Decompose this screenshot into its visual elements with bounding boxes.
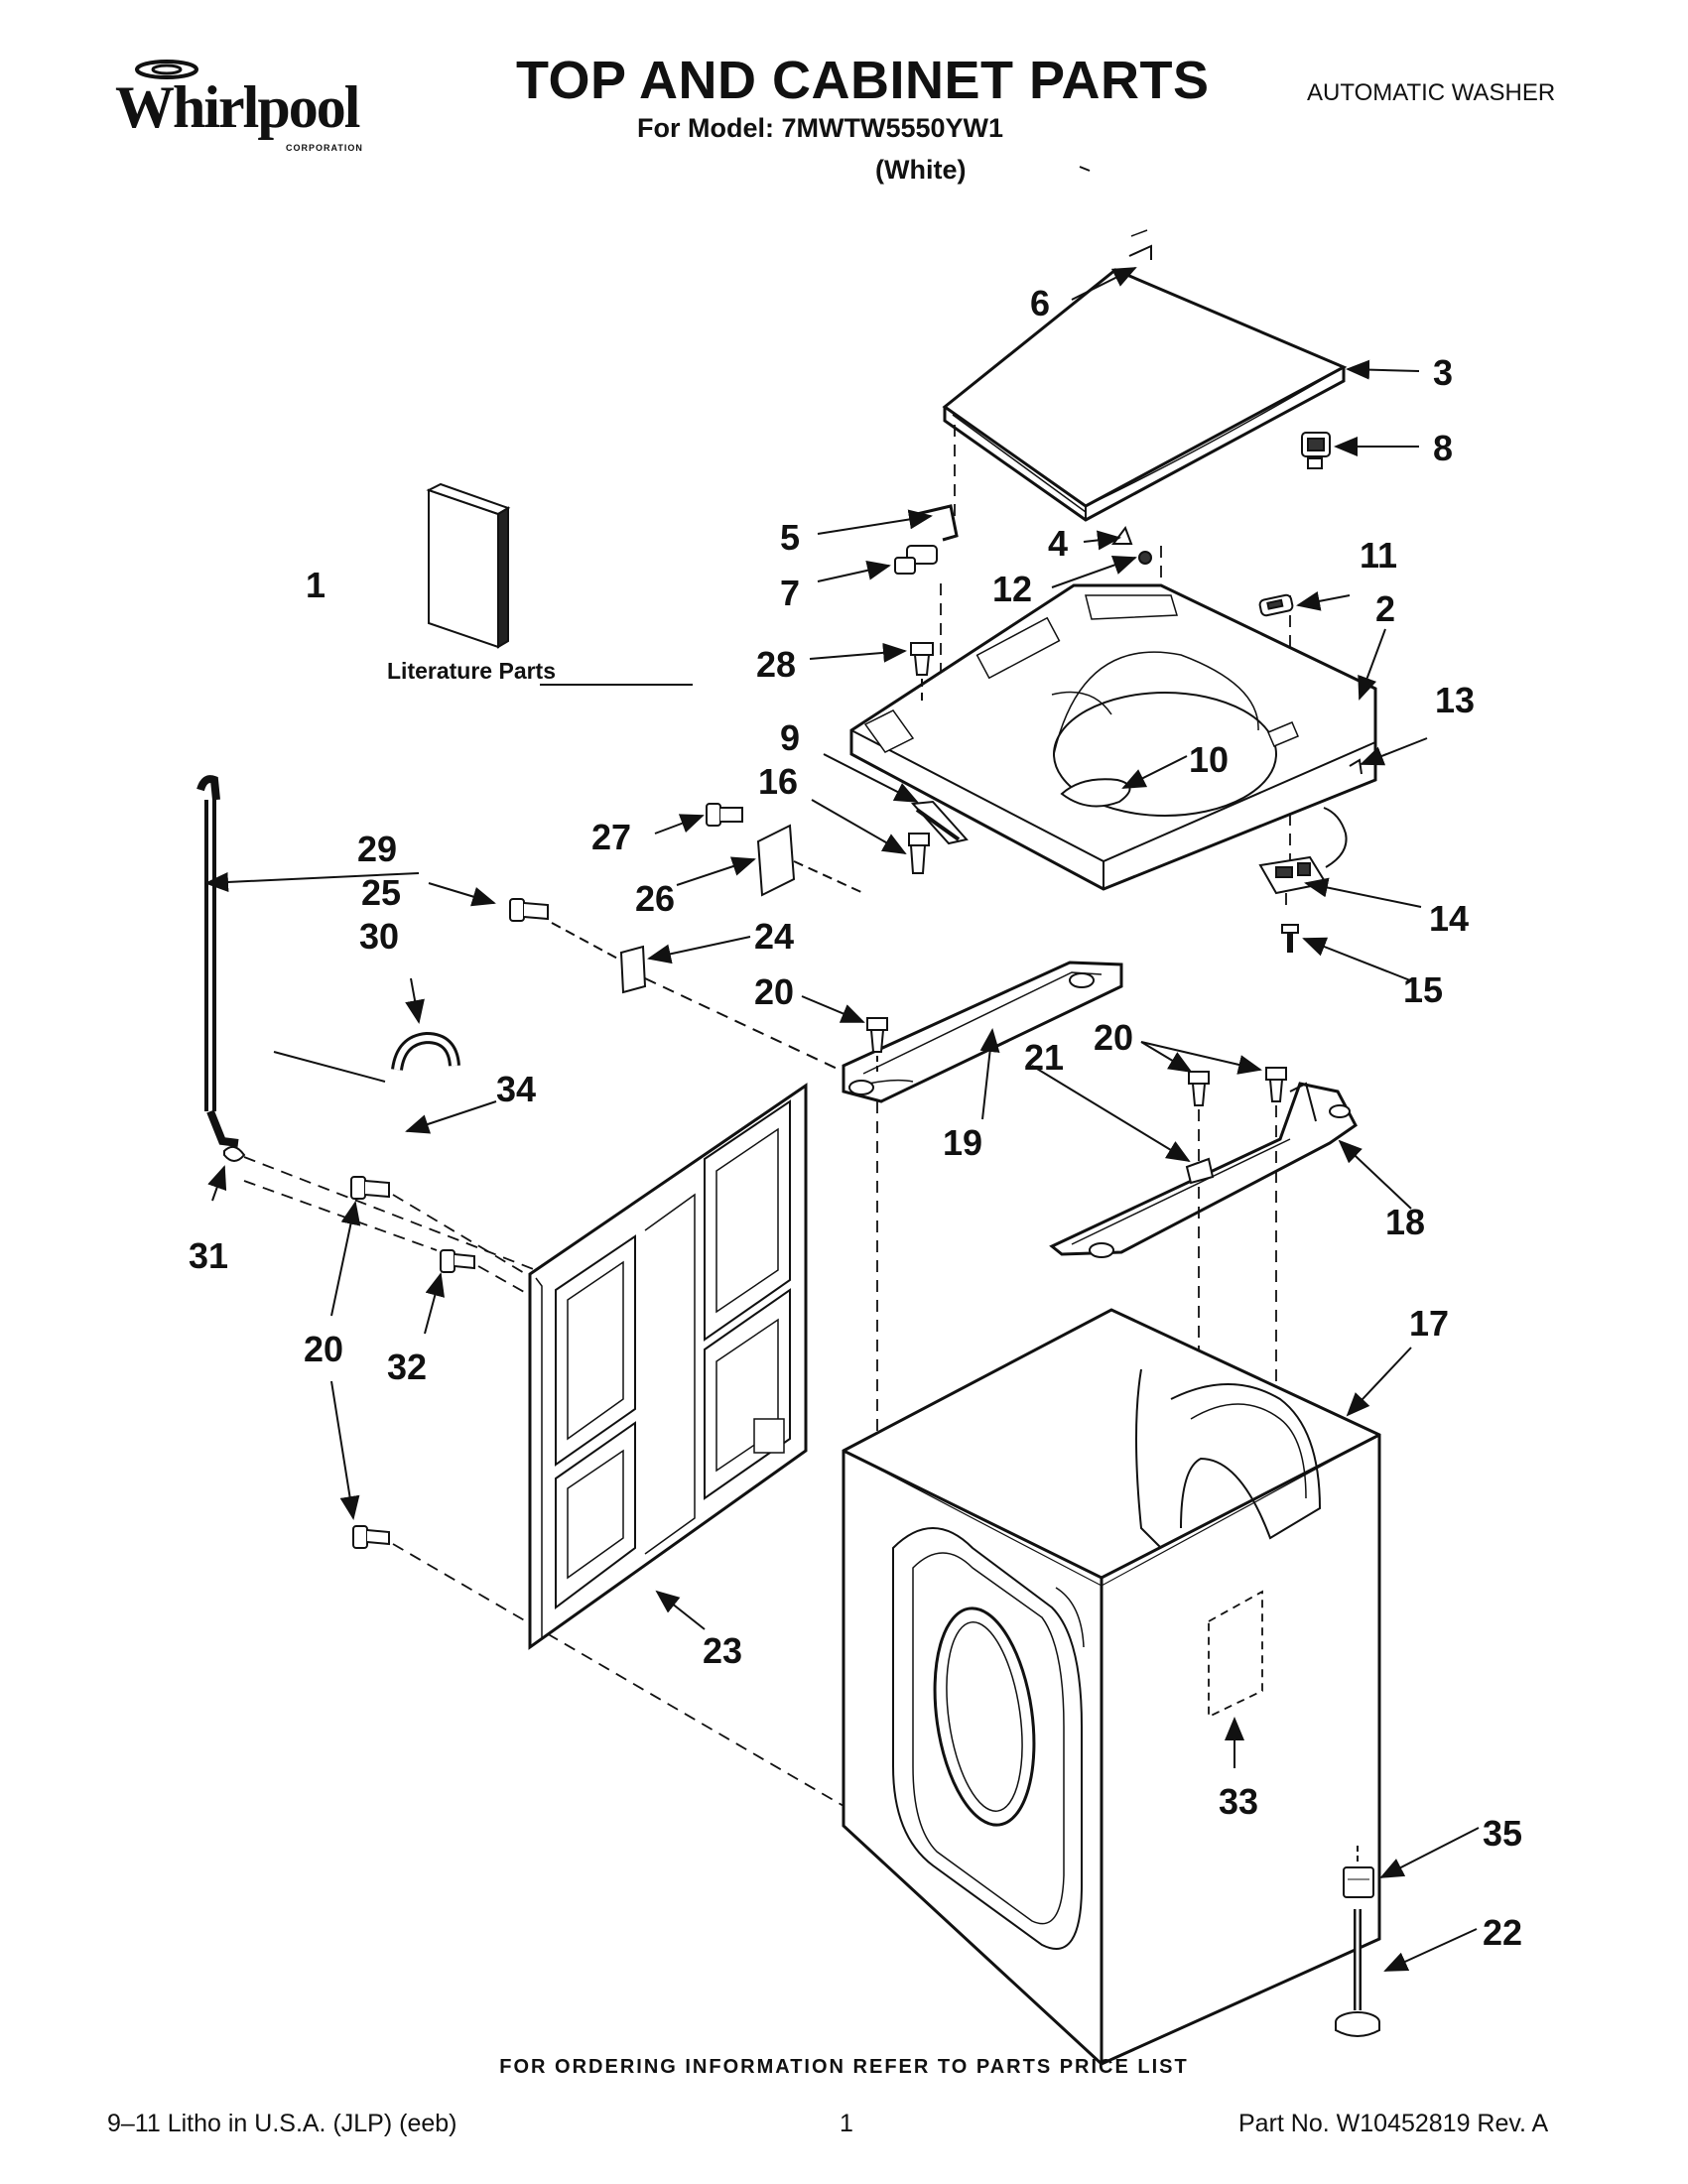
callout-18: 18 [1385, 1202, 1425, 1242]
callout-22: 22 [1483, 1912, 1522, 1953]
logo-swirl-icon [135, 60, 198, 79]
page-title: TOP AND CABINET PARTS [516, 51, 1210, 110]
clip-21 [1185, 1157, 1215, 1185]
callout-9: 9 [780, 717, 800, 758]
screw-20-left-b [352, 1525, 390, 1549]
label-area [1208, 1590, 1263, 1719]
callout-layer: 6 3 8 1 5 4 7 12 11 2 28 Literature Part… [189, 283, 1522, 1953]
callout-34: 34 [496, 1069, 536, 1109]
page-number: 1 [840, 2110, 853, 2137]
model-line: For Model: 7MWTW5550YW1 [637, 113, 1004, 143]
callout-7: 7 [780, 573, 800, 613]
callout-35: 35 [1483, 1813, 1522, 1854]
screw-20-rear [866, 1017, 888, 1053]
callout-33: 33 [1219, 1781, 1258, 1822]
part-number: Part No. W10452819 Rev. A [1238, 2110, 1549, 2137]
litho-info: 9–11 Litho in U.S.A. (JLP) (eeb) [107, 2110, 457, 2137]
callout-17: 17 [1409, 1303, 1449, 1344]
hinge-pin [916, 504, 959, 542]
leveling-foot [1335, 1909, 1380, 2037]
washer-lid [942, 268, 1348, 522]
callout-28: 28 [756, 644, 796, 685]
literature-parts-label: Literature Parts [387, 658, 556, 684]
grommet [1138, 551, 1152, 565]
color-line: (White) [875, 155, 967, 185]
callout-26: 26 [635, 878, 675, 919]
callout-14: 14 [1429, 898, 1469, 939]
logo-wordmark: Whirlpool [115, 74, 360, 140]
callout-23: 23 [703, 1630, 742, 1671]
bumper [1111, 525, 1133, 545]
dispenser-lid [1258, 593, 1294, 617]
callout-15: 15 [1403, 969, 1443, 1010]
callout-5: 5 [780, 517, 800, 558]
whirlpool-logo: Whirlpool CORPORATION [107, 58, 375, 157]
callout-3: 3 [1433, 352, 1453, 393]
bracket-26 [756, 824, 796, 897]
washer-cabinet [842, 1308, 1381, 2066]
callout-20-front: 20 [1094, 1017, 1133, 1058]
screw-32 [440, 1249, 475, 1273]
product-type: AUTOMATIC WASHER [1307, 79, 1556, 106]
callout-13: 13 [1435, 680, 1475, 720]
hose-form [391, 1031, 460, 1072]
callout-29: 29 [357, 829, 397, 869]
hinge-bushing [894, 545, 938, 575]
callout-19: 19 [943, 1122, 982, 1163]
callout-6: 6 [1030, 283, 1050, 323]
screw-20-front-a [1188, 1071, 1210, 1106]
top-panel-assembly [849, 583, 1377, 891]
callout-1: 1 [306, 565, 325, 605]
callout-2: 2 [1375, 588, 1395, 629]
dispenser-hose-bracket [910, 800, 969, 845]
cable-tie [273, 1051, 386, 1083]
logo-corporation: CORPORATION [286, 143, 363, 153]
callout-25: 25 [361, 872, 401, 913]
screw-15 [1281, 924, 1299, 953]
callout-21: 21 [1024, 1037, 1064, 1078]
screw-16 [908, 833, 930, 874]
ordering-info: FOR ORDERING INFORMATION REFER TO PARTS … [499, 2056, 1189, 2078]
rear-brace [842, 961, 1123, 1103]
callout-31: 31 [189, 1235, 228, 1276]
hose-clamp [223, 1145, 246, 1162]
front-brace [1049, 1082, 1358, 1258]
rear-panel [528, 1083, 808, 1650]
callout-4: 4 [1048, 523, 1068, 564]
clip-13 [1349, 758, 1363, 775]
callout-20-left: 20 [304, 1329, 343, 1369]
hinge-clip [1128, 244, 1152, 260]
callout-32: 32 [387, 1347, 427, 1387]
lid-switch [1301, 432, 1331, 469]
callout-24: 24 [754, 916, 794, 957]
callout-27: 27 [591, 817, 631, 857]
callout-30: 30 [359, 916, 399, 957]
leg-nut [1343, 1866, 1374, 1898]
screw-27 [706, 803, 743, 827]
callout-8: 8 [1433, 428, 1453, 468]
screw-28 [910, 642, 934, 676]
callout-11: 11 [1360, 535, 1397, 576]
screw-25 [509, 898, 549, 922]
callout-20-rear: 20 [754, 971, 794, 1012]
dispenser-cup [1060, 778, 1131, 808]
literature-booklet [426, 482, 511, 649]
callout-16: 16 [758, 761, 798, 802]
bracket-24 [619, 945, 647, 994]
screw-20-front-b [1265, 1067, 1287, 1102]
drain-hose [196, 775, 239, 1147]
screw-20-left-a [350, 1176, 390, 1200]
callout-10: 10 [1189, 739, 1229, 780]
callout-12: 12 [992, 569, 1032, 609]
